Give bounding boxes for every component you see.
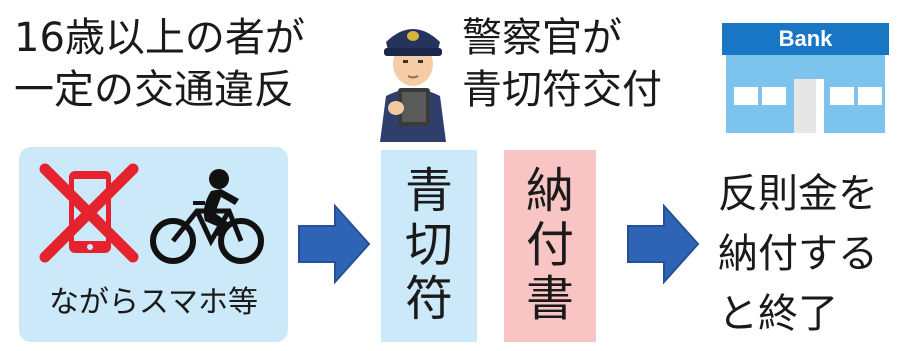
result-line-2: 納付する: [718, 231, 878, 277]
blue-ticket-char-2: 切: [404, 217, 453, 273]
bank-sign: Bank: [778, 26, 833, 51]
result-line-1: 反則金を: [718, 171, 878, 217]
payment-slip-box: 納 付 書: [504, 150, 596, 342]
officer-line-1: 警察官が: [462, 15, 622, 61]
violation-box: ながらスマホ等: [19, 147, 288, 342]
payment-slip-char-1: 納: [525, 163, 574, 219]
payment-slip-char-3: 書: [525, 271, 574, 327]
cyclist-icon: [149, 167, 265, 267]
payment-slip-char-2: 付: [525, 217, 574, 273]
officer-line-2: 青切符交付: [462, 67, 662, 113]
condition-line-2: 一定の交通違反: [14, 67, 294, 113]
condition-text: 16歳以上の者が 一定の交通違反: [14, 12, 305, 116]
police-officer-illustration: [372, 4, 454, 142]
blue-ticket-char-1: 青: [404, 163, 453, 219]
condition-line-1: 16歳以上の者が: [14, 15, 305, 61]
crossed-smartphone-icon: [39, 163, 139, 263]
result-text: 反則金を 納付する と終了: [718, 164, 878, 344]
blue-ticket-char-3: 符: [404, 271, 453, 327]
bank-building-icon: Bank: [722, 23, 889, 133]
officer-text: 警察官が 青切符交付: [462, 12, 662, 116]
violation-caption: ながらスマホ等: [48, 285, 259, 320]
right-arrow-icon: [297, 203, 371, 285]
blue-ticket-box: 青 切 符: [381, 150, 477, 342]
right-arrow-icon: [626, 203, 700, 285]
result-line-3: と終了: [718, 291, 838, 337]
